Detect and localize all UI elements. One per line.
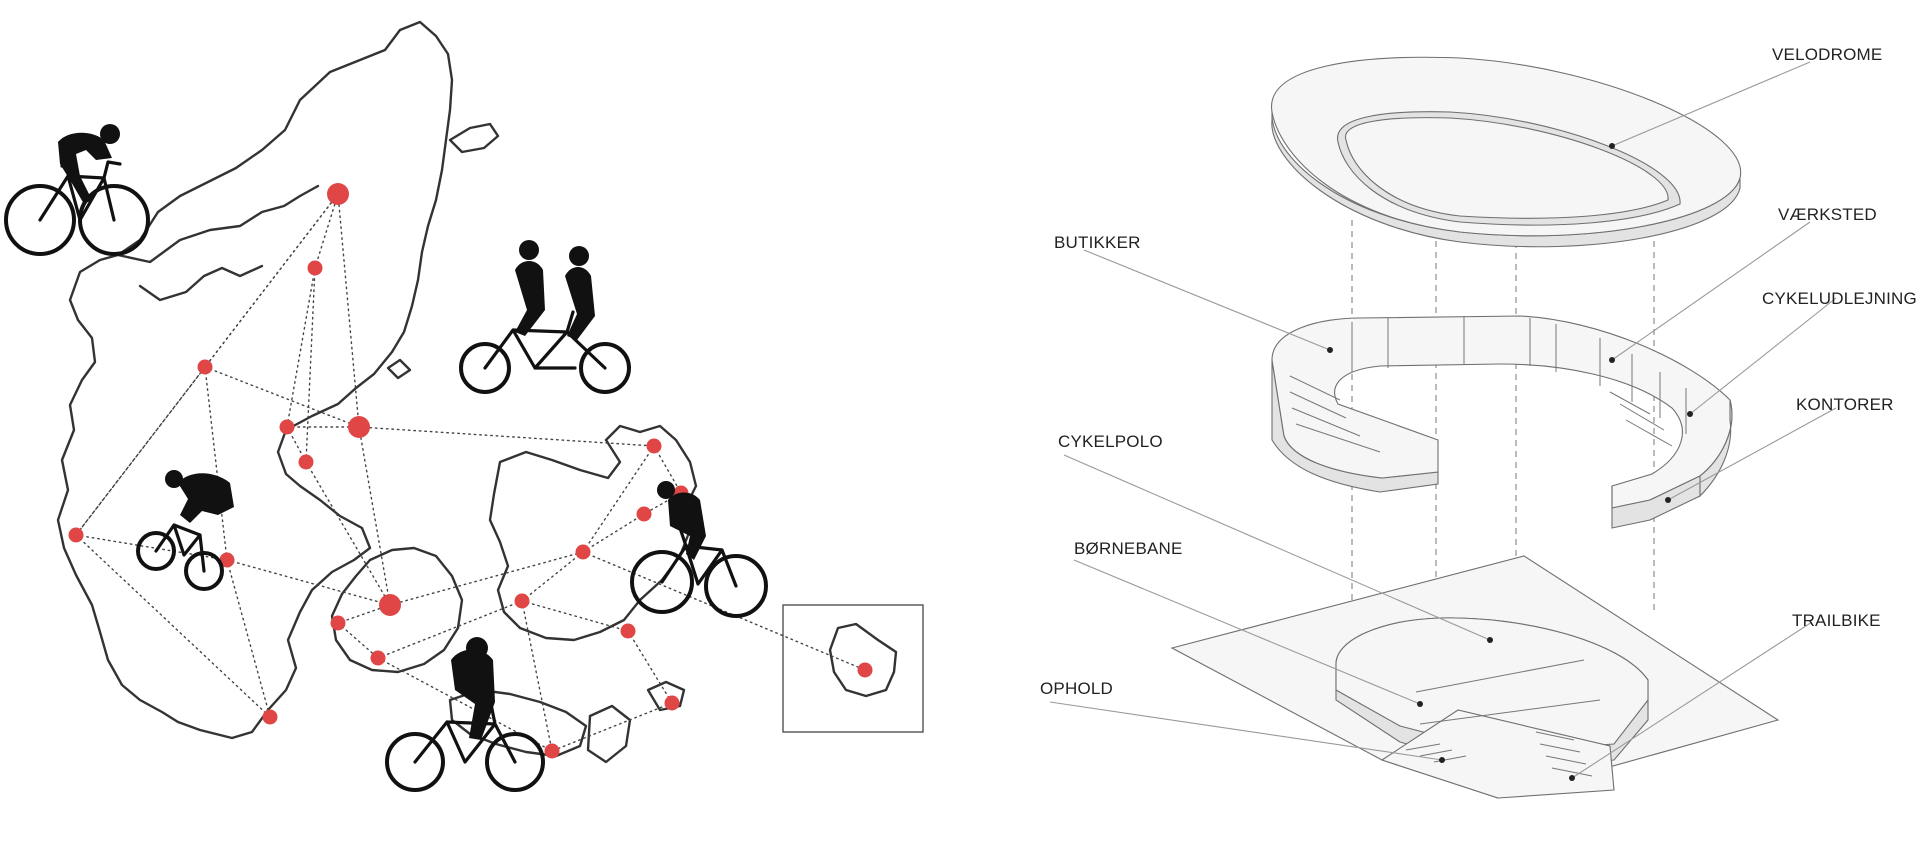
- city-node: [514, 593, 530, 609]
- route-edge: [377, 600, 523, 659]
- route-edge: [582, 513, 645, 553]
- city-node: [379, 594, 401, 616]
- city-node: [664, 695, 680, 711]
- city-node: [307, 260, 323, 276]
- exploded-building-diagram: VELODROME VÆRKSTED BUTIKKER CYKELUDLEJNI…: [1040, 45, 1917, 799]
- program-ring-layer: [1271, 315, 1733, 529]
- denmark-map: [4, 20, 924, 792]
- label-kontorer: KONTORER: [1796, 395, 1894, 414]
- city-node: [575, 544, 591, 560]
- city-node: [262, 709, 278, 725]
- label-trailbike: TRAILBIKE: [1792, 611, 1881, 630]
- route-edge: [305, 461, 391, 606]
- bornholm-coastline: [828, 622, 898, 698]
- route-edge: [226, 559, 391, 606]
- route-edge: [305, 267, 316, 463]
- city-node: [327, 183, 349, 205]
- route-edge: [226, 559, 271, 718]
- label-vaerksted: VÆRKSTED: [1778, 205, 1877, 224]
- route-edge: [204, 366, 360, 428]
- city-node: [857, 662, 873, 678]
- route-edge: [521, 600, 629, 632]
- city-node: [370, 650, 386, 666]
- city-node: [197, 359, 213, 375]
- route-edge: [551, 702, 673, 752]
- route-edge: [358, 426, 655, 447]
- city-node: [298, 454, 314, 470]
- label-cykelpolo: CYKELPOLO: [1058, 432, 1163, 451]
- city-node: [636, 506, 652, 522]
- label-ophold: OPHOLD: [1040, 679, 1113, 698]
- city-node: [330, 615, 346, 631]
- road-cyclist-silhouette: [4, 124, 150, 256]
- route-edge: [389, 551, 584, 606]
- route-edge: [204, 366, 228, 561]
- city-node: [646, 438, 662, 454]
- route-edge: [358, 426, 391, 606]
- laeso-island: [448, 122, 500, 154]
- city-node: [544, 743, 560, 759]
- anholt-island: [386, 358, 412, 380]
- label-cykeludlejning: CYKELUDLEJNING: [1762, 289, 1917, 308]
- leader-dots: [1327, 143, 1693, 781]
- falster-coastline: [586, 704, 632, 764]
- limfjord-inner: [138, 264, 264, 302]
- funen-coastline: [330, 546, 464, 674]
- city-node: [620, 623, 636, 639]
- route-edge: [582, 551, 866, 671]
- tandem-cyclists-silhouette: [459, 240, 631, 394]
- city-node: [279, 419, 295, 435]
- route-edge: [337, 622, 379, 659]
- label-butikker: BUTIKKER: [1054, 233, 1141, 252]
- route-edge: [75, 534, 271, 718]
- route-edge: [337, 193, 360, 428]
- leader-lines: [1049, 61, 1837, 779]
- limfjord: [116, 184, 320, 264]
- city-node: [219, 552, 235, 568]
- velodrome-layer: [1271, 56, 1742, 248]
- mountain-biker-silhouette: [385, 637, 545, 792]
- route-edge: [521, 551, 584, 602]
- route-edge: [582, 445, 655, 553]
- city-cyclist-silhouette: [630, 481, 768, 618]
- label-velodrome: VELODROME: [1772, 45, 1882, 64]
- route-edge: [521, 600, 553, 752]
- route-edge: [286, 267, 316, 428]
- route-edge: [75, 534, 228, 561]
- ground-plate-layer: [1170, 555, 1780, 799]
- bmx-rider-silhouette: [136, 470, 234, 591]
- label-bornebane: BØRNEBANE: [1074, 539, 1183, 558]
- route-edge: [337, 604, 391, 624]
- route-edge: [314, 193, 339, 269]
- city-node: [68, 527, 84, 543]
- moen-coastline: [646, 680, 686, 712]
- city-node: [348, 416, 370, 438]
- route-edge: [653, 445, 682, 494]
- city-nodes: [68, 183, 873, 759]
- bornholm-inset-frame: [782, 604, 924, 733]
